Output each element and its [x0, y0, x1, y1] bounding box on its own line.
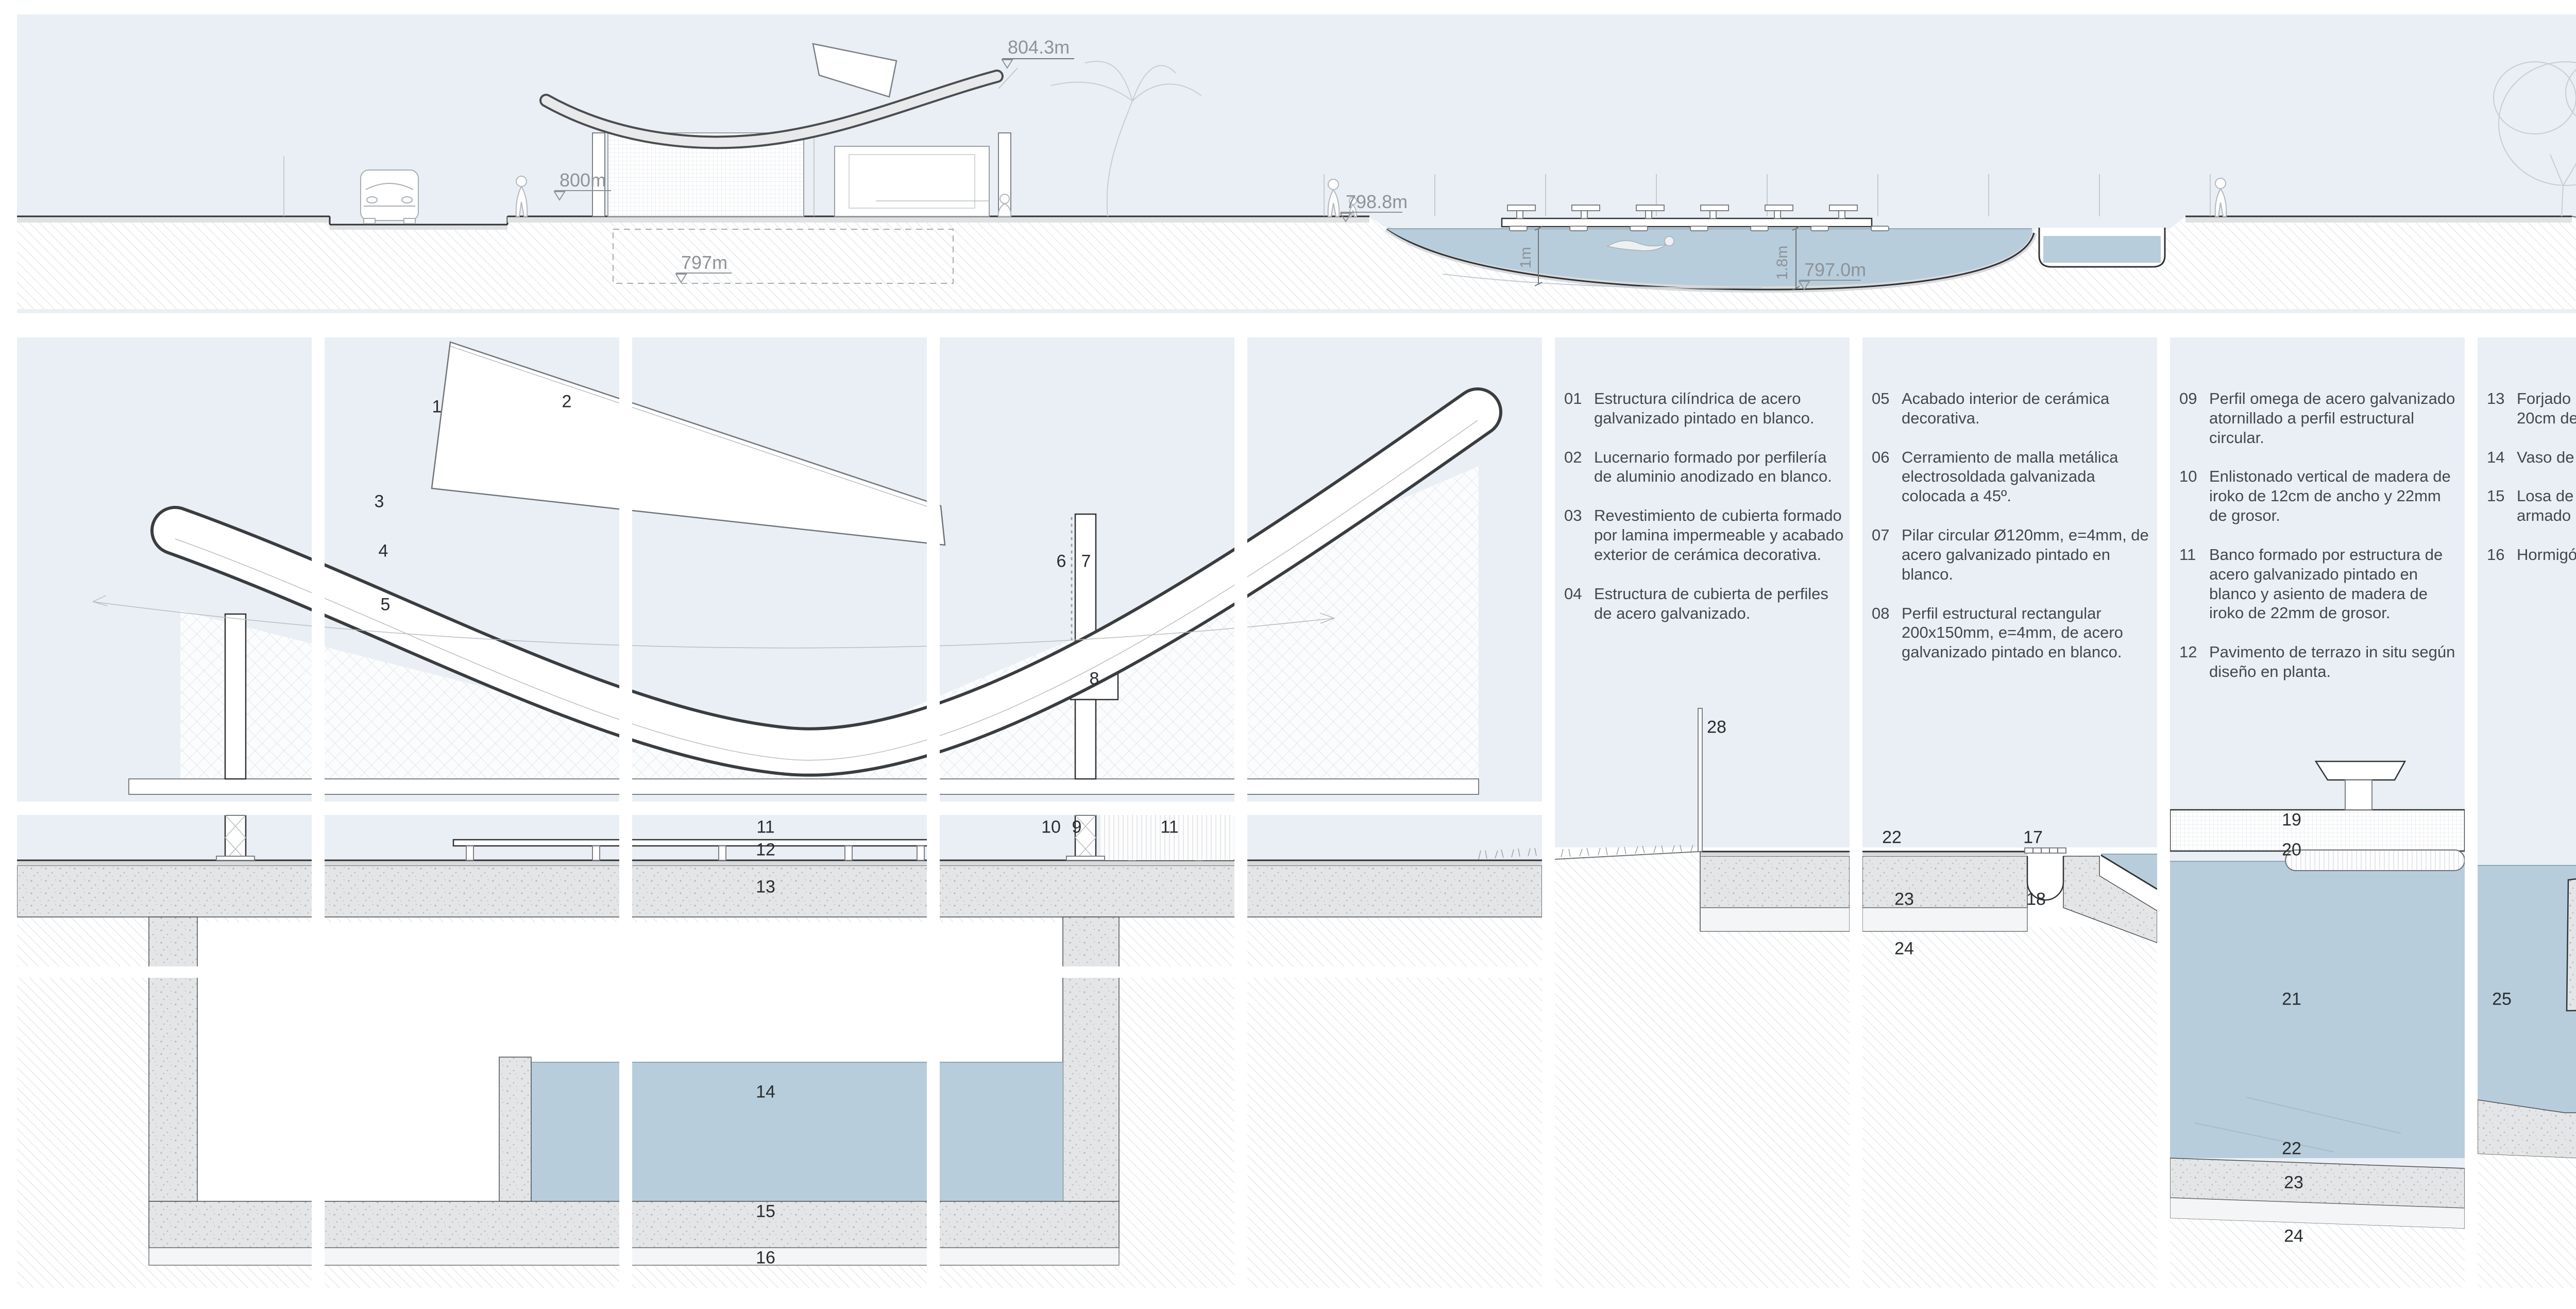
legend-item: 08 Perfil estructural rectangular 200x150…: [1872, 604, 2153, 662]
lane-floats: [1509, 226, 1889, 231]
legend-item-number: 12: [2179, 643, 2197, 661]
legend-item-number: 10: [2179, 467, 2197, 486]
legend-item-text: Enlistonado vertical de madera de iroko …: [2209, 467, 2451, 525]
building-section: [539, 43, 1011, 284]
legend-item-text: Forjado de hormigón armado de 20cm de es…: [2517, 389, 2576, 427]
trees: [1050, 61, 2576, 217]
legend-item-text: Pilar circular Ø120mm, e=4mm, de acero g…: [1902, 526, 2149, 583]
legend-item-number: 01: [1564, 389, 1582, 407]
legend-item-text: Perfil estructural rectangular 200x150mm…: [1902, 604, 2123, 661]
legend-item-number: 09: [2179, 389, 2197, 407]
legend-item: 06 Cerramiento de malla metálica electros…: [1872, 448, 2153, 506]
legend-item: 11 Banco formado por estructura de acero …: [2179, 545, 2460, 623]
legend-item-text: Pavimento de terrazo in situ según diseñ…: [2209, 643, 2455, 681]
legend-item-number: 11: [2179, 545, 2196, 564]
legend-item-text: Vaso de compensación.: [2517, 448, 2576, 466]
legend-item: 01 Estructura cilíndrica de acero galvani…: [1564, 389, 1845, 428]
legend-item-number: 07: [1872, 526, 1890, 545]
legend-item: 10 Enlistonado vertical de madera de irok…: [2179, 467, 2460, 525]
legend-item: 16 Hormigón de limpieza.: [2487, 545, 2576, 565]
car: [360, 169, 419, 224]
detail-panel-2: [325, 337, 619, 1288]
legend-item: 09 Perfil omega de acero galvanizado ator…: [2179, 389, 2460, 447]
legend-panel-2: 05 Acabado interior de cerámica decorativ…: [1862, 337, 2157, 1288]
legend-item: 13 Forjado de hormigón armado de 20cm de …: [2487, 389, 2576, 428]
legend-item-number: 06: [1872, 448, 1890, 466]
legend-item-text: Revestimiento de cubierta formado por la…: [1594, 506, 1844, 564]
legend-item: 15 Losa de cimentación de hormigón armado…: [2487, 486, 2576, 525]
legend-item-text: Lucernario formado por perfilería de alu…: [1594, 448, 1832, 486]
legend-panel-4: 13 Forjado de hormigón armado de 20cm de …: [2478, 337, 2576, 1288]
people: [515, 176, 2227, 217]
legend-item: 14 Vaso de compensación.: [2487, 448, 2576, 467]
detail-panel-1: [17, 337, 312, 1288]
detail-panel-5: [1247, 337, 1542, 1288]
legend-item-text: Losa de cimentación de hormigón armado d…: [2517, 487, 2576, 525]
legend-column-1: 01 Estructura cilíndrica de acero galvani…: [1564, 389, 1845, 642]
legend-item-number: 02: [1564, 448, 1582, 466]
legend-column-4: 13 Forjado de hormigón armado de 20cm de …: [2487, 389, 2576, 584]
legend-item: 02 Lucernario formado por perfilería de a…: [1564, 448, 1845, 487]
legend-item-number: 05: [1872, 389, 1890, 407]
legend-item-text: Hormigón de limpieza.: [2517, 546, 2576, 564]
legend-item: 07 Pilar circular Ø120mm, e=4mm, de acero…: [1872, 525, 2153, 584]
legend-item-text: Cerramiento de malla metálica electrosol…: [1902, 448, 2119, 505]
detail-panel-4: [940, 337, 1234, 1288]
legend-panel-3: 09 Perfil omega de acero galvanizado ator…: [2170, 337, 2465, 1288]
legend-item-number: 14: [2487, 448, 2505, 466]
starting-blocks: [1507, 205, 1858, 219]
legend-item-text: Estructura de cubierta de perfiles de ac…: [1594, 584, 1828, 622]
legend-item-text: Estructura cilíndrica de acero galvaniza…: [1594, 389, 1815, 427]
legend-item: 12 Pavimento de terrazo in situ según dis…: [2179, 642, 2460, 682]
legend-item-number: 15: [2487, 487, 2505, 505]
site-section-drawing: [17, 43, 2576, 309]
legend-item-number: 08: [1872, 604, 1890, 622]
legend-column-2: 05 Acabado interior de cerámica decorativ…: [1872, 389, 2153, 682]
legend-item: 05 Acabado interior de cerámica decorativ…: [1872, 389, 2153, 428]
legend-panel-1: 01 Estructura cilíndrica de acero galvani…: [1555, 337, 1850, 1288]
legend-column-3: 09 Perfil omega de acero galvanizado ator…: [2179, 389, 2460, 701]
legend-item-text: Perfil omega de acero galvanizado atorni…: [2209, 389, 2455, 447]
site-section-band: [17, 14, 2576, 313]
elevation-markers: [553, 58, 1861, 291]
legend-item: 04 Estructura de cubierta de perfiles de …: [1564, 584, 1845, 623]
detail-panel-3: [632, 337, 927, 1288]
legend-item-number: 16: [2487, 546, 2505, 564]
legend-item: 03 Revestimiento de cubierta formado por …: [1564, 506, 1845, 564]
legend-item-text: Acabado interior de cerámica decorativa.: [1902, 389, 2110, 427]
legend-item-number: 03: [1564, 506, 1582, 525]
legend-item-number: 13: [2487, 389, 2505, 407]
legend-item-text: Banco formado por estructura de acero ga…: [2209, 545, 2443, 622]
legend-item-number: 04: [1564, 584, 1582, 603]
